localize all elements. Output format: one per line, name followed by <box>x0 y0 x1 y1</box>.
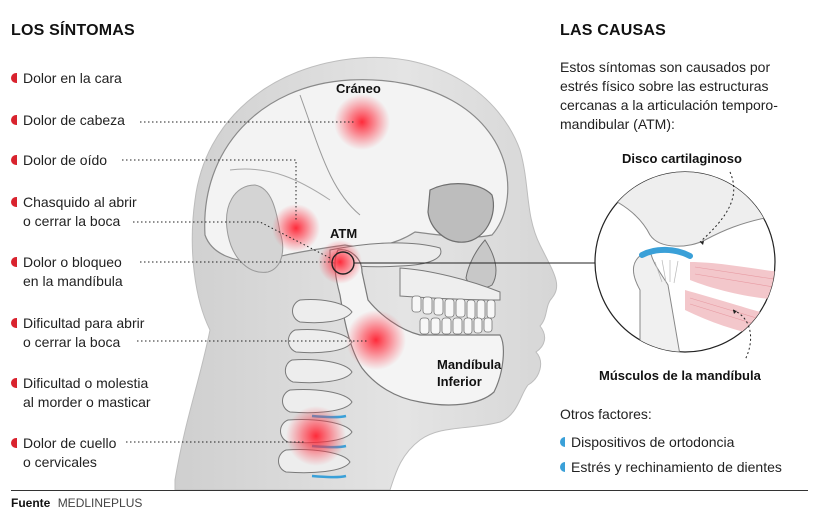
pain-spot-skull <box>334 94 390 150</box>
footer: Fuente MEDLINEPLUS <box>11 496 142 510</box>
eye-socket <box>427 183 494 243</box>
lower-teeth <box>419 317 493 335</box>
other-factors-title: Otros factores: <box>560 406 652 422</box>
red-bullet <box>11 73 17 83</box>
causes-description: Estos síntomas son causados por estrés f… <box>560 58 778 134</box>
red-bullet <box>11 257 17 267</box>
mandible-label-line: Mandíbula <box>437 357 502 372</box>
causes-line: Estos síntomas son causados por <box>560 59 771 75</box>
symptoms-title: LOS SÍNTOMAS <box>11 22 135 39</box>
tmj-label: ATM <box>330 226 358 241</box>
red-bullet <box>11 438 17 448</box>
symptom-line: o cerrar la boca <box>23 334 121 350</box>
red-bullet <box>11 318 17 328</box>
disc-label: Disco cartilaginoso <box>622 151 742 166</box>
symptom-line: Dolor de cabeza <box>23 112 125 128</box>
tmj-detail-circle <box>594 171 776 361</box>
footer-source: MEDLINEPLUS <box>57 496 143 510</box>
factor-text: Estrés y rechinamiento de dientes <box>571 459 782 475</box>
mandible-label-line: Inferior <box>437 374 482 389</box>
pain-spot-neck <box>286 406 346 466</box>
symptom-line: o cervicales <box>23 454 97 470</box>
muscles-label: Músculos de la mandíbula <box>599 368 761 383</box>
red-bullet <box>11 155 17 165</box>
symptom-line: al morder o masticar <box>23 394 151 410</box>
symptom-line: Chasquido al abrir <box>23 194 137 210</box>
symptom-line: Dificultad para abrir <box>23 315 145 331</box>
blue-bullet <box>560 437 565 447</box>
leader-lines <box>122 121 368 443</box>
factor-text: Dispositivos de ortodoncia <box>571 434 735 450</box>
symptom-line: Dificultad o molestia <box>23 375 149 391</box>
footer-divider <box>11 490 808 491</box>
pain-spot-ear <box>272 204 320 252</box>
symptom-line: en la mandíbula <box>23 273 123 289</box>
symptom-line: o cerrar la boca <box>23 213 121 229</box>
causes-line: cercanas a la articulación temporo- <box>560 97 778 113</box>
symptom-line: Dolor de cuello <box>23 435 117 451</box>
symptom-line: Dolor en la cara <box>23 70 122 86</box>
symptom-line: Dolor o bloqueo <box>23 254 122 270</box>
red-bullet <box>11 115 17 125</box>
causes-line: estrés físico sobre las estructuras <box>560 78 769 94</box>
causes-line: mandibular (ATM): <box>560 116 675 132</box>
red-bullet <box>11 378 17 388</box>
mandible-label: Mandíbula Inferior <box>437 356 501 390</box>
blue-bullet <box>560 462 565 472</box>
causes-title: LAS CAUSAS <box>560 22 667 39</box>
red-bullet <box>11 197 17 207</box>
symptom-line: Dolor de oído <box>23 152 108 168</box>
footer-label: Fuente <box>11 496 51 510</box>
skull-label: Cráneo <box>336 81 381 96</box>
pain-spot-tmj <box>318 240 362 284</box>
pain-spot-jaw <box>346 310 406 370</box>
